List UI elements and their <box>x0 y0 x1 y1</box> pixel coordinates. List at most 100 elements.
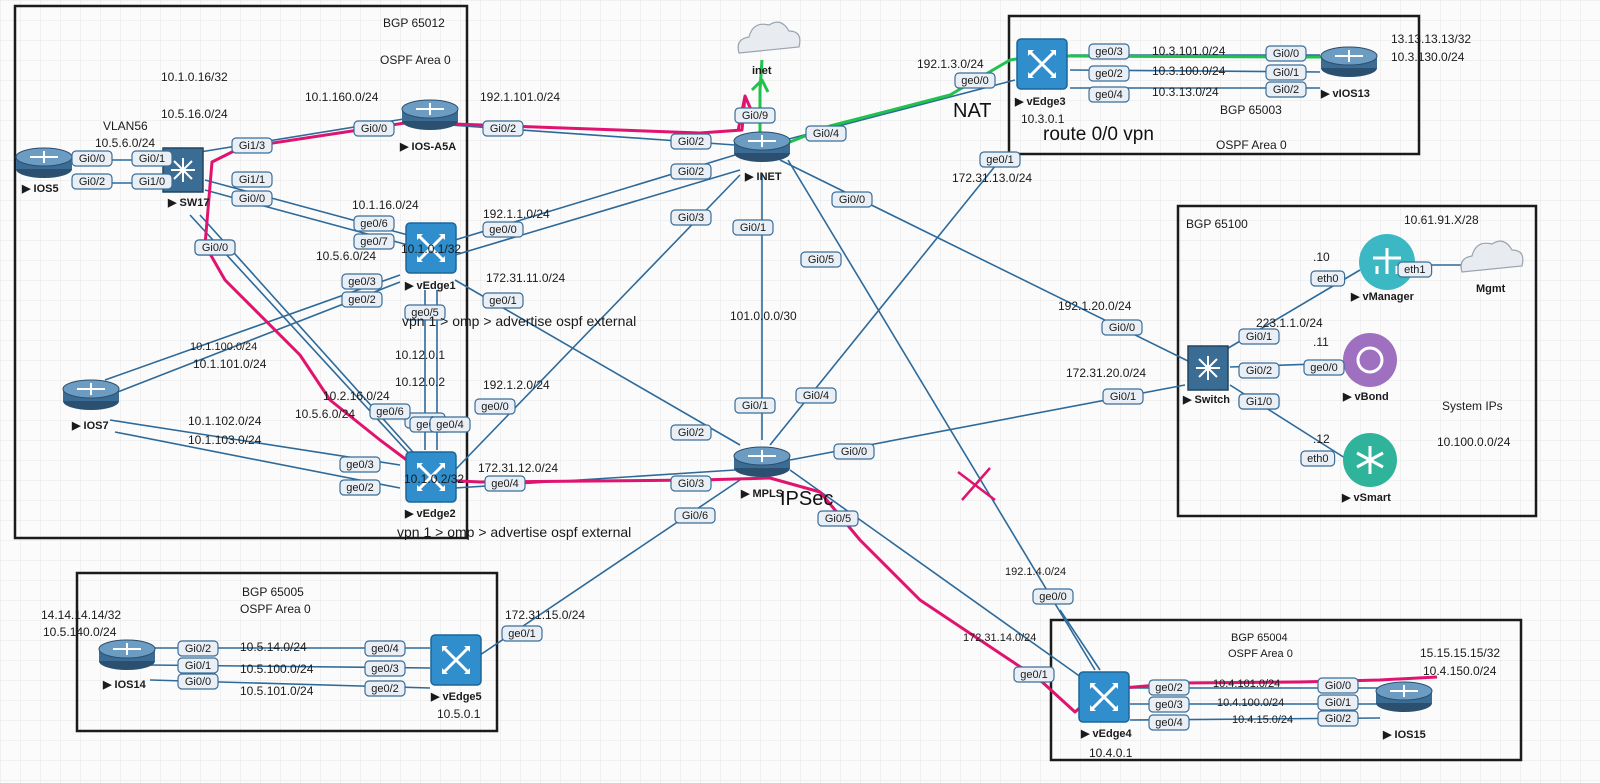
interface-label: Gi0/1 <box>131 150 173 167</box>
interface-label-text: eth0 <box>1317 273 1338 285</box>
node-label: inet <box>752 65 772 77</box>
interface-label-text: Gi0/0 <box>1325 680 1351 692</box>
interface-label: ge0/3 <box>339 456 381 473</box>
interface-label-text: Gi1/1 <box>239 174 265 186</box>
interface-label-text: Gi0/0 <box>239 193 265 205</box>
node-label: ▶ vEdge2 <box>404 508 456 520</box>
node-vedge5[interactable]: ▶ vEdge5 <box>430 634 482 703</box>
node-vedge3[interactable]: ▶ vEdge3 <box>1014 38 1068 108</box>
node-mgmt[interactable]: Mgmt <box>1460 240 1524 295</box>
interface-label-text: ge0/5 <box>411 307 439 319</box>
node-label: ▶ SW17 <box>167 197 209 209</box>
node-ios15[interactable]: ▶ IOS15 <box>1375 681 1433 741</box>
vlan-label: VLAN56 <box>103 119 148 133</box>
node-mpls[interactable]: ▶ MPLS <box>733 446 791 500</box>
interface-label: ge0/1 <box>501 625 543 642</box>
interface-label: ge0/4 <box>1148 714 1190 731</box>
interface-label: Gi0/5 <box>800 251 842 268</box>
interface-label: Gi0/2 <box>1265 81 1307 98</box>
subnet-label: 10.5.6.0/24 <box>316 249 376 263</box>
interface-label-text: Gi0/2 <box>1273 84 1299 96</box>
subnet-label: 10.5.6.0/24 <box>295 407 355 421</box>
subnet-label: 10.5.16.0/24 <box>161 107 228 121</box>
interface-label: ge0/6 <box>353 215 395 232</box>
node-label: ▶ IOS14 <box>102 679 147 691</box>
node-inet[interactable]: inet <box>737 21 801 77</box>
interface-label-text: ge0/6 <box>376 406 404 418</box>
interface-label-text: Gi0/0 <box>839 194 865 206</box>
link-9 <box>454 169 741 256</box>
interface-label: Gi0/1 <box>732 219 774 236</box>
node-vedge1[interactable]: ▶ vEdge1 <box>404 222 457 292</box>
node-vsmart[interactable]: ▶ vSmart <box>1341 433 1397 504</box>
interface-label-text: ge0/0 <box>961 75 989 87</box>
interface-label-text: ge0/4 <box>1095 89 1123 101</box>
subnet-label: 10.12.0.1 <box>395 348 445 362</box>
interface-label: Gi0/9 <box>734 107 776 124</box>
interface-label: ge0/6 <box>369 403 411 420</box>
interface-label-text: ge0/2 <box>1095 68 1123 80</box>
interface-label-text: ge0/3 <box>371 663 399 675</box>
node-label: ▶ vManager <box>1350 291 1415 303</box>
interface-label-text: Gi0/0 <box>79 153 105 165</box>
subnet-label: 172.31.20.0/24 <box>1066 366 1146 380</box>
interface-label: Gi1/1 <box>231 171 273 188</box>
interface-label-text: ge0/0 <box>489 224 517 236</box>
interface-label: Gi0/0 <box>177 673 219 690</box>
node-ios5[interactable]: ▶ IOS5 <box>15 147 73 195</box>
interface-label: Gi0/2 <box>71 173 113 190</box>
node-label: ▶ vEdge4 <box>1080 728 1133 740</box>
subnet-label: 10.1.16.0/24 <box>352 198 419 212</box>
node-vbond[interactable]: ▶ vBond <box>1342 333 1397 403</box>
domain-box-bgp-65012 <box>13 4 469 540</box>
interface-label: Gi0/2 <box>670 424 712 441</box>
node-ios-a5a[interactable]: ▶ IOS-A5A <box>399 99 459 153</box>
interface-label: Gi0/1 <box>1102 388 1144 405</box>
domain-label: BGP 65012 <box>383 16 445 30</box>
interface-label: Gi0/2 <box>1317 710 1359 727</box>
node-switch[interactable]: ▶ Switch <box>1182 345 1230 406</box>
subnet-label: 10.4.150.0/24 <box>1423 664 1497 678</box>
interface-label-text: Gi0/1 <box>1273 67 1299 79</box>
node-inet[interactable]: ▶ INET <box>733 131 791 183</box>
subnet-label: 172.31.11.0/24 <box>486 271 566 285</box>
interface-label: Gi0/0 <box>1317 677 1359 694</box>
subnet-label: 13.13.13.13/32 <box>1391 32 1471 46</box>
nat-annotation: NAT <box>953 100 992 122</box>
subnet-label: 10.5.100.0/24 <box>240 662 314 676</box>
interface-label: Gi1/3 <box>231 137 273 154</box>
subnet-label: 10.1.103.0/24 <box>188 433 262 447</box>
subnet-label: 192.1.101.0/24 <box>480 90 560 104</box>
subnet-label: 10.5.14.0/24 <box>240 640 307 654</box>
switch-icon <box>1187 345 1229 391</box>
interface-label: eth1 <box>1397 261 1433 278</box>
node-vedge2[interactable]: ▶ vEdge2 <box>404 451 457 520</box>
interface-label: ge0/2 <box>1148 679 1190 696</box>
interface-label-text: ge0/4 <box>371 643 399 655</box>
interface-label: ge0/1 <box>979 151 1021 168</box>
interface-label: ge0/0 <box>954 72 996 89</box>
interface-label-text: Gi0/0 <box>361 123 387 135</box>
subnet-labels: 10.1.0.16/32 10.5.16.0/24 VLAN56 10.5.6.… <box>41 32 1511 760</box>
interface-label-text: Gi1/0 <box>1246 396 1272 408</box>
node-vedge4[interactable]: ▶ vEdge4 <box>1078 671 1133 740</box>
interface-label: ge0/3 <box>1088 43 1130 60</box>
interface-label-text: eth0 <box>1307 453 1328 465</box>
node-ios14[interactable]: ▶ IOS14 <box>98 639 156 691</box>
subnet-label: 223.1.1.0/24 <box>1256 316 1323 330</box>
node-vios13[interactable]: ▶ vIOS13 <box>1320 46 1378 100</box>
interface-label: ge0/3 <box>364 660 406 677</box>
interface-label-text: Gi0/9 <box>742 110 768 122</box>
subnet-label: 10.1.160.0/24 <box>305 90 379 104</box>
system-ip-label: 10.4.0.1 <box>1089 746 1133 760</box>
cloud-icon <box>1460 240 1524 273</box>
subnet-label: 10.100.0.0/24 <box>1437 435 1511 449</box>
system-ips-label: System IPs <box>1442 399 1503 413</box>
interface-label-text: ge0/3 <box>1155 699 1183 711</box>
interface-label-text: Gi0/0 <box>202 242 228 254</box>
node-ios7[interactable]: ▶ IOS7 <box>62 379 120 432</box>
node-label: ▶ vSmart <box>1341 492 1391 504</box>
subnet-label: 10.3.13.0/24 <box>1152 85 1219 99</box>
system-ip-label: 10.5.0.1 <box>437 707 481 721</box>
